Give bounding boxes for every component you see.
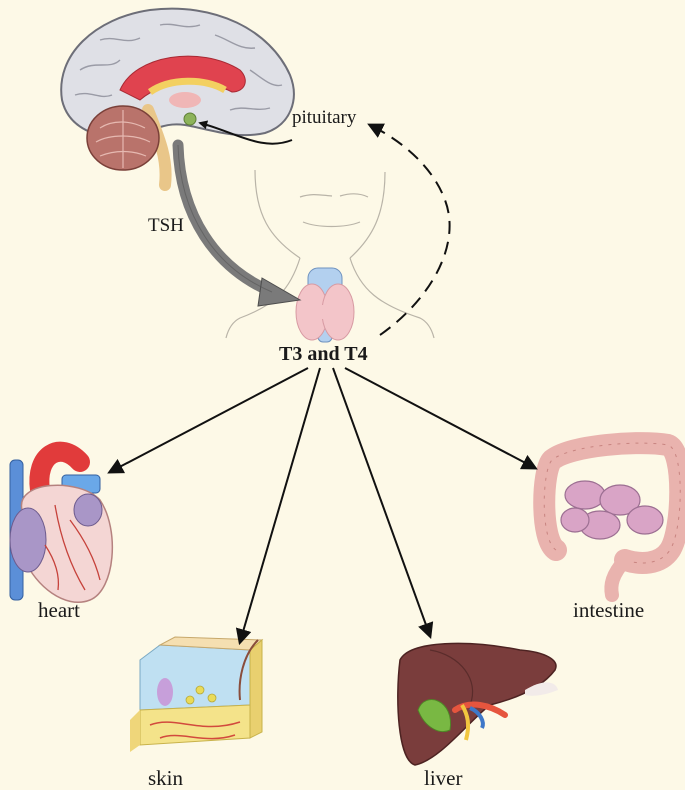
brain-icon	[60, 7, 295, 191]
pituitary-pointer-arrow	[198, 120, 293, 145]
pituitary-label: pituitary	[292, 107, 357, 128]
intestine-label: intestine	[573, 598, 644, 622]
thyroid-icon	[295, 267, 355, 343]
heart-icon	[9, 441, 114, 603]
hormones-label: T3 and T4	[279, 343, 368, 365]
skin-cross-section-icon	[130, 636, 264, 752]
tsh-arrow	[172, 139, 302, 307]
tsh-label: TSH	[148, 215, 184, 236]
liver-label: liver	[424, 766, 462, 790]
arrow-to-heart	[107, 367, 309, 474]
intestine-icon	[533, 432, 685, 602]
liver-icon	[397, 642, 558, 766]
feedback-dashed-arrow	[367, 123, 451, 336]
arrow-to-intestine	[344, 367, 538, 470]
skin-label: skin	[148, 766, 184, 790]
hormone-target-arrows	[107, 367, 538, 646]
arrow-to-liver	[332, 367, 434, 640]
head-outline-icon	[225, 169, 435, 339]
heart-label: heart	[38, 598, 80, 622]
arrow-to-skin	[235, 367, 321, 646]
